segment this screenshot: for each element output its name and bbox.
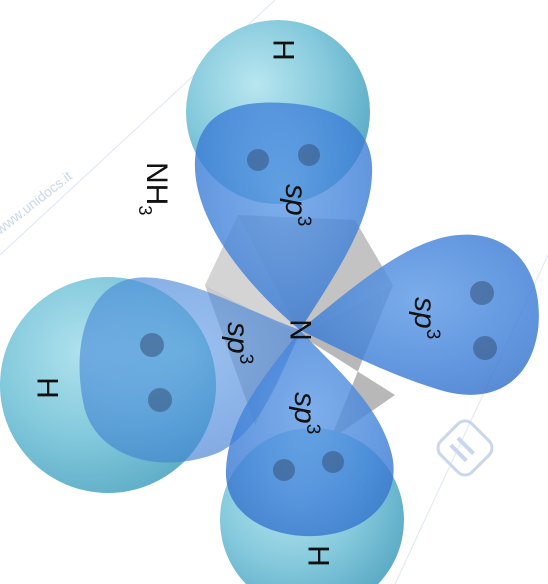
svg-text:sp3: sp3 bbox=[288, 392, 323, 434]
electron-dot bbox=[322, 451, 344, 473]
molecule-formula: NH3 bbox=[135, 162, 173, 215]
sp3-lobe-top bbox=[194, 102, 373, 330]
electron-dot bbox=[273, 459, 295, 481]
orbital-label-superscript: 3 bbox=[302, 424, 323, 435]
electron-dot bbox=[298, 144, 320, 166]
watermark-text: www.unidocs.it bbox=[0, 168, 75, 238]
orbital-label-text: sp bbox=[279, 184, 312, 216]
orbital-label-right: sp3 bbox=[408, 297, 443, 339]
svg-text:sp3: sp3 bbox=[408, 297, 443, 339]
electron-dot bbox=[470, 281, 494, 305]
electron-dot bbox=[473, 336, 497, 360]
hydrogen-left-overlap bbox=[0, 277, 216, 493]
orbital-label-left: sp3 bbox=[221, 322, 256, 364]
electron-dot bbox=[247, 149, 269, 171]
central-atom-label: N bbox=[284, 319, 317, 341]
svg-text:sp3: sp3 bbox=[279, 184, 314, 226]
orbital-label-text: sp bbox=[288, 392, 321, 424]
orbital-label-bottom: sp3 bbox=[288, 392, 323, 434]
svg-text:sp3: sp3 bbox=[221, 322, 256, 364]
svg-text:NH3: NH3 bbox=[135, 162, 173, 215]
orbital-label-superscript: 3 bbox=[293, 216, 314, 227]
hydrogen-label-bottom: H bbox=[302, 545, 335, 567]
formula-text: NH bbox=[140, 162, 173, 205]
hydrogen-label-left: H bbox=[31, 377, 64, 399]
orbital-label-text: sp bbox=[408, 297, 441, 329]
watermark-logo bbox=[436, 419, 494, 477]
electron-dot bbox=[140, 333, 164, 357]
formula-subscript: 3 bbox=[135, 205, 155, 215]
electron-dot bbox=[148, 388, 172, 412]
orbital-label-text: sp bbox=[221, 322, 254, 354]
orbital-label-top: sp3 bbox=[279, 184, 314, 226]
sp3-lobe-bottom bbox=[225, 330, 394, 537]
hydrogen-label-top: H bbox=[267, 39, 300, 61]
orbital-label-superscript: 3 bbox=[235, 354, 256, 365]
electron-pairs bbox=[140, 144, 497, 481]
orbital-label-superscript: 3 bbox=[422, 329, 443, 340]
